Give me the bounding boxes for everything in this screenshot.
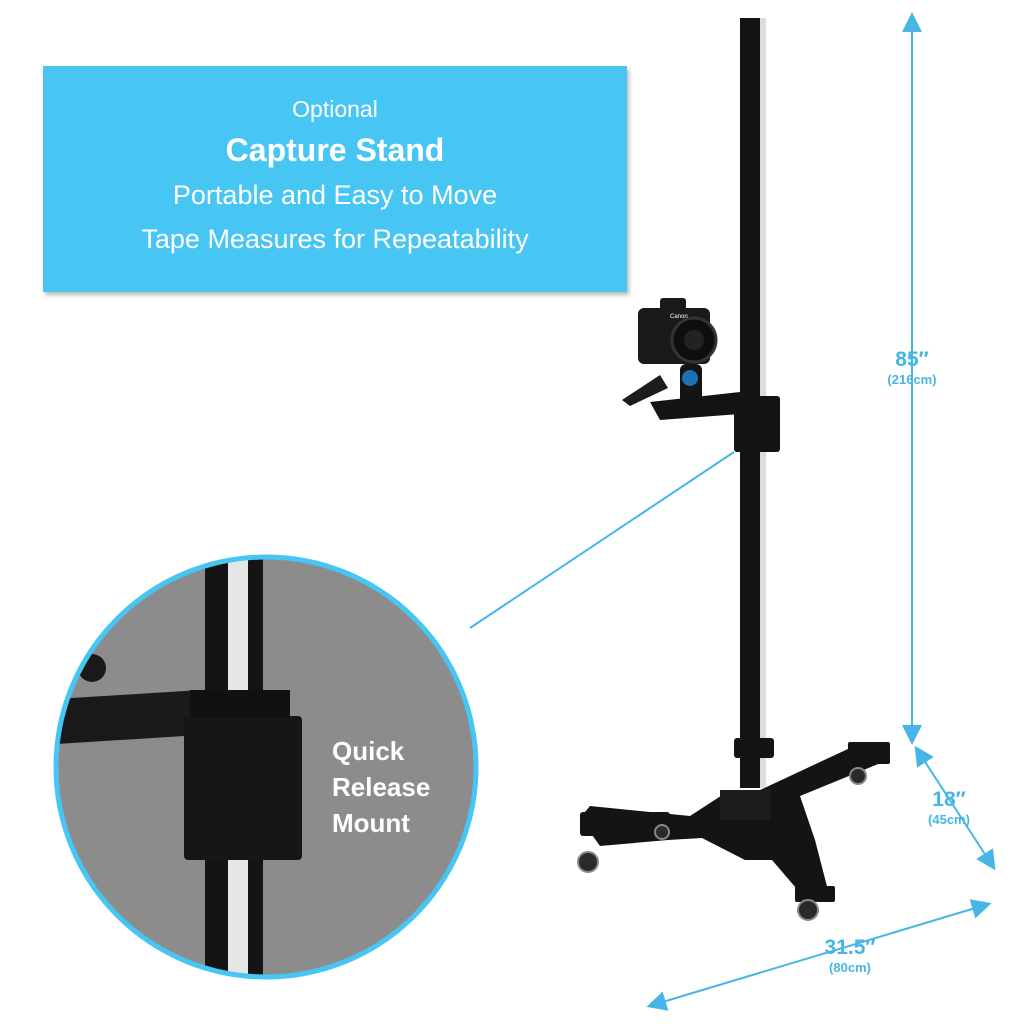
depth-dimension-label: 18″ (45cm) [904,788,994,828]
banner-feature-portable: Portable and Easy to Move [172,180,498,210]
width-dimension-label: 31.5″ (80cm) [800,936,900,976]
feature-banner: Optional Capture Stand Portable and Easy… [43,66,627,292]
width-metric: (80cm) [829,960,871,975]
banner-feature-tape-measures: Tape Measures for Repeatability [141,224,529,254]
zoom-detail [53,554,479,980]
callout-line-3: Mount [332,808,410,838]
banner-title: Capture Stand [225,132,445,168]
caster-wheels [577,767,867,921]
depth-value: 18″ [932,788,966,811]
stand-base [580,738,890,902]
banner-optional-label: Optional [292,96,378,122]
callout-line-1: Quick [332,736,405,766]
width-value: 31.5″ [824,936,876,959]
depth-metric: (45cm) [928,812,970,827]
camera: Canon [638,298,718,364]
depth-dimension-line [914,745,996,871]
height-value: 85″ [895,348,929,371]
camera-arm [622,364,780,452]
height-metric: (216cm) [887,372,937,387]
camera-brand-mark: Canon [670,314,688,320]
width-dimension-line [646,899,992,1011]
callout-connector-line [469,451,735,629]
quick-release-mount-label: Quick Release Mount [332,733,430,841]
callout-line-2: Release [332,772,431,802]
height-dimension-label: 85″ (216cm) [862,348,962,388]
